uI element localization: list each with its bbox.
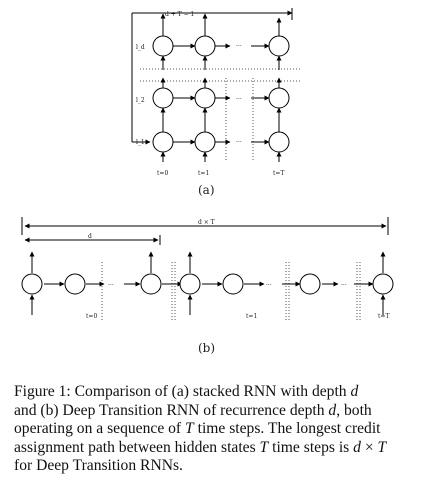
hidden-state-node [268,87,290,109]
ellipsis: ··· [236,43,242,50]
layer-label: l_1 [136,139,145,146]
time-label: t=0 [157,170,168,177]
span-label: d + T − 1 [165,11,194,18]
caption-line: operating on a sequence of T time steps.… [14,420,381,438]
layer-label: l_d [136,44,145,51]
hidden-state-node [152,35,174,57]
transition-node [21,273,43,295]
deep-transition-rnn-diagram: d × T d ··· ··· ··· [21,217,394,355]
subfigure-label: (b) [198,341,215,355]
transition-node [140,273,162,295]
caption-line: assignment path between hidden states T … [14,438,387,456]
ellipsis: ··· [108,282,114,289]
figure-caption: Figure 1: Comparison of (a) stacked RNN … [14,383,414,476]
rnn-diagrams: d + T − 1 l_d l_2 l_1 ··· ··· ··· t=0 t=… [21,8,394,355]
transition-node [64,273,86,295]
layer-label: l_2 [136,97,145,104]
hidden-state-node [268,131,290,153]
outer-span-label: d × T [198,219,215,226]
caption-line: for Deep Transition RNNs. [14,457,183,475]
hidden-state-node [194,35,216,57]
transition-node [179,273,201,295]
caption-line: and (b) Deep Transition RNN of recurrenc… [14,401,372,419]
ellipsis: ··· [236,139,242,146]
hidden-state-node [194,87,216,109]
subfigure-label: (a) [198,183,215,197]
caption-line: Figure 1: Comparison of (a) stacked RNN … [14,383,359,400]
hidden-state-node [152,87,174,109]
transition-node [372,273,394,295]
time-label: t=T [273,170,284,177]
time-label: t=1 [246,313,257,320]
ellipsis: ··· [341,282,347,289]
transition-node [299,273,321,295]
ellipsis: ··· [266,282,272,289]
time-label: t=1 [198,170,209,177]
time-label: t=T [378,313,389,320]
hidden-state-node [152,131,174,153]
time-label: t=0 [86,313,97,320]
hidden-state-node [194,131,216,153]
stacked-rnn-diagram: d + T − 1 l_d l_2 l_1 ··· ··· ··· t=0 t=… [131,8,300,197]
hidden-state-node [268,35,290,57]
ellipsis: ··· [236,96,242,103]
transition-node [222,273,244,295]
inner-span-label: d [88,233,92,240]
